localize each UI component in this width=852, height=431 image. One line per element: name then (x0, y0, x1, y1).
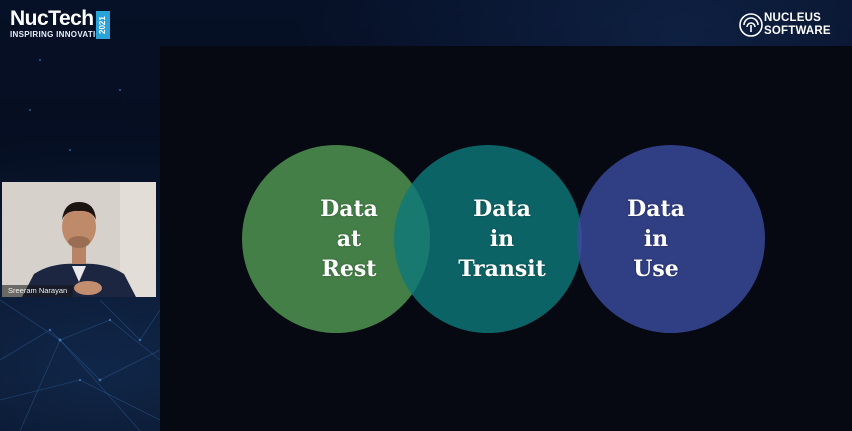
partner-line-2: SOFTWARE (764, 24, 831, 37)
label-data-in-use: Data in Use (601, 194, 711, 284)
presentation-slide: Data at Rest Data in Transit Data in Use (160, 46, 852, 431)
brand-name: NucTech (10, 7, 94, 30)
brand-year: 2021 (96, 11, 110, 39)
fingerprint-icon (739, 13, 763, 37)
circle-data-at-rest (242, 145, 430, 333)
partner-name: NUCLEUS SOFTWARE (764, 12, 831, 37)
partner-line-1: NUCLEUS (764, 12, 821, 24)
label-line: at (336, 226, 362, 252)
event-header: NucTech INSPIRING INNOVATION 2021 NUCLEU… (0, 0, 852, 46)
label-line: in (489, 226, 515, 252)
brand-tagline: INSPIRING INNOVATION (10, 30, 109, 39)
label-line: Use (633, 256, 679, 282)
venn-diagram (242, 145, 765, 333)
speaker-name-label: Sreeram Narayan (2, 285, 74, 297)
label-line: Rest (321, 256, 377, 282)
speaker-video-tile[interactable]: Sreeram Narayan (2, 182, 156, 297)
circle-data-in-transit (394, 145, 582, 333)
speaker-video-feed (2, 182, 156, 297)
label-line: Data (320, 196, 378, 222)
label-line: Data (627, 196, 685, 222)
circle-data-in-use (577, 145, 765, 333)
label-data-at-rest: Data at Rest (294, 194, 404, 284)
label-line: Transit (458, 256, 546, 282)
label-data-in-transit: Data in Transit (447, 194, 557, 284)
label-line: in (643, 226, 669, 252)
nuctech-logo: NucTech INSPIRING INNOVATION 2021 (10, 7, 110, 39)
nucleus-software-logo: NUCLEUS SOFTWARE (738, 12, 838, 40)
label-line: Data (473, 196, 531, 222)
